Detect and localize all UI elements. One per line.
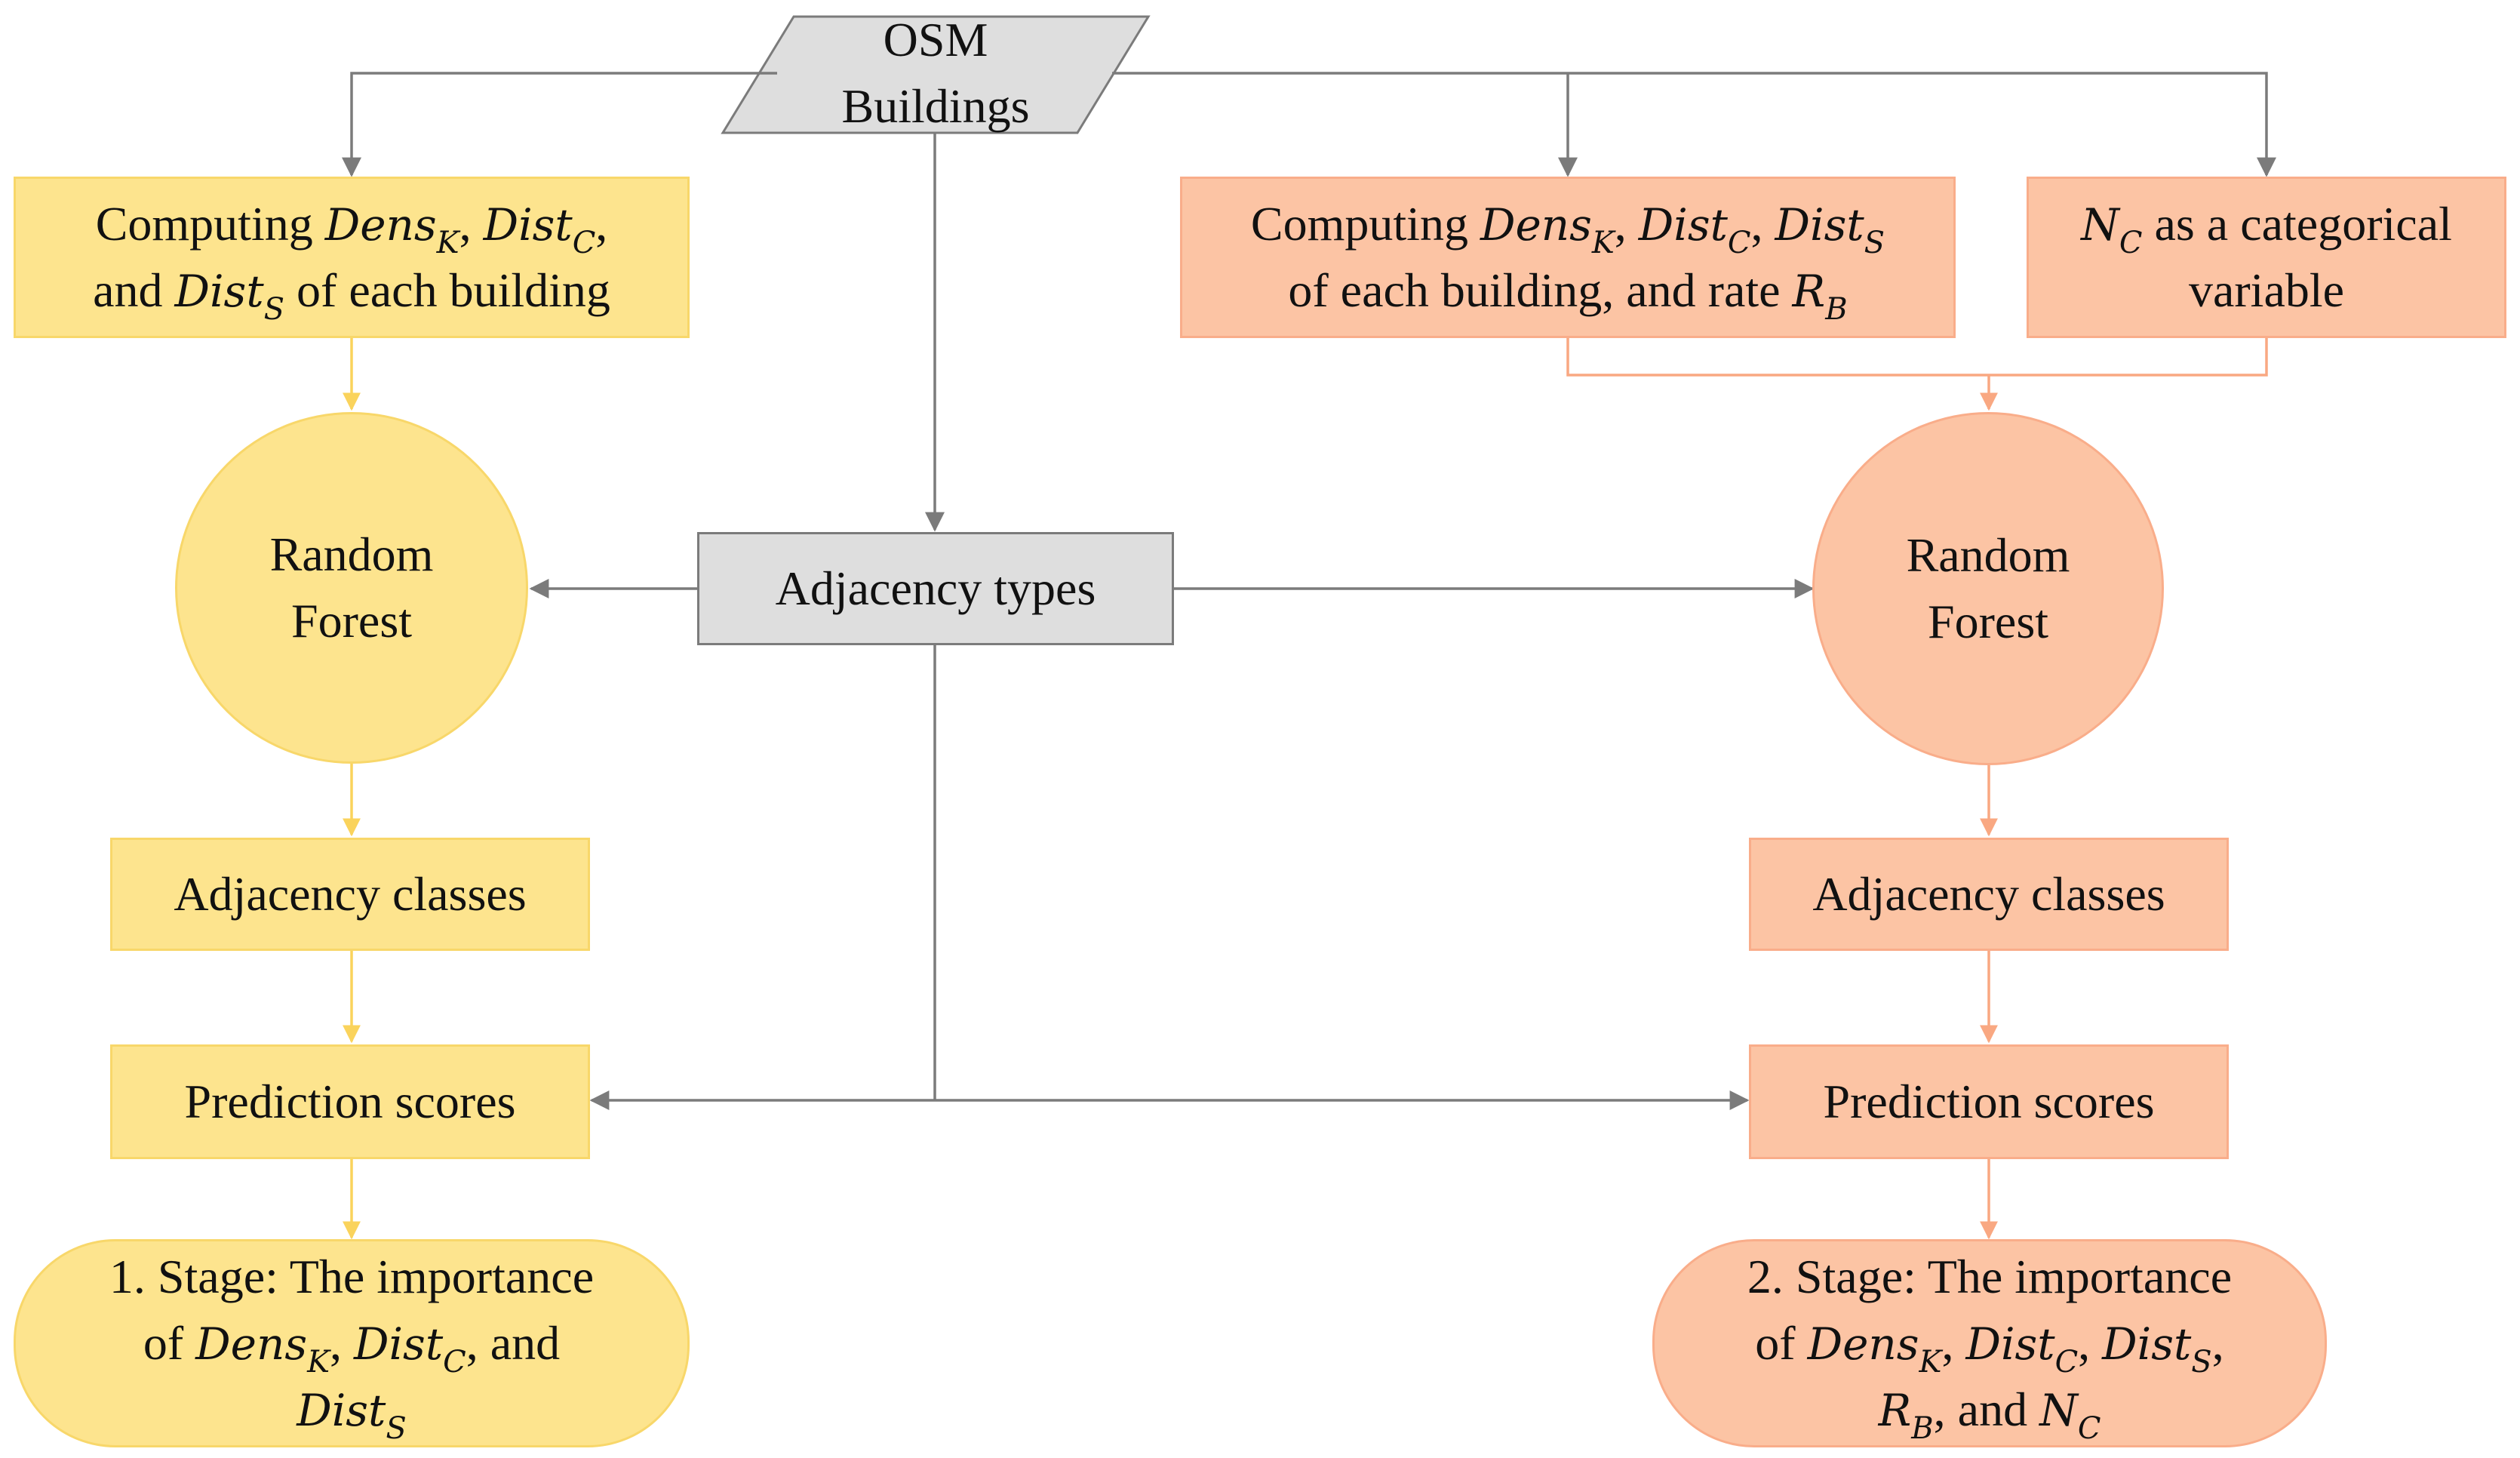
arrow-osm-to-right-compute <box>1112 72 2276 177</box>
stage-1-line1: 1. Stage: The importance <box>109 1249 595 1303</box>
right-compute-dists: DistS <box>1775 198 1885 260</box>
left-random-forest-node: Random Forest <box>175 412 528 764</box>
osm-buildings-shape <box>721 15 1151 134</box>
left-compute-distc: DistC <box>483 198 596 260</box>
left-compute-dists: DistS <box>174 266 285 327</box>
right-random-forest-node: Random Forest <box>1812 412 2164 765</box>
right-compute-comma1: , <box>1614 196 1627 251</box>
right-prediction-scores-label: Prediction scores <box>1823 1074 2155 1128</box>
right-adjacency-classes-box: Adjacency classes <box>1749 838 2229 951</box>
nc-symbol: NC <box>2081 198 2143 260</box>
left-compute-comma2: , <box>595 196 608 251</box>
stage-1-distc: DistC <box>354 1318 466 1380</box>
right-compute-rb: RB <box>1792 266 1848 327</box>
right-compute-word2: of each building, and rate <box>1288 263 1781 317</box>
left-compute-word1: Computing <box>95 196 313 251</box>
stage-2-comma2: , <box>2078 1315 2091 1370</box>
left-compute-box: Computing DensK, DistC, and DistS of eac… <box>14 177 690 338</box>
stage-2-and: , and <box>1933 1383 2028 1437</box>
stage-2-distc: DistC <box>1965 1318 2079 1380</box>
adjacency-types-box: Adjacency types <box>697 532 1174 645</box>
left-prediction-scores-box: Prediction scores <box>110 1044 590 1159</box>
right-adjacency-classes-label: Adjacency classes <box>1812 866 2165 921</box>
stage-2-dists: DistS <box>2102 1318 2212 1380</box>
osm-buildings-line1: OSM <box>883 12 988 66</box>
stage-1-densk: DensK <box>195 1318 330 1380</box>
left-compute-comma1: , <box>459 196 472 251</box>
stage-2-rb: RB <box>1878 1385 1934 1446</box>
left-rf-line1: Random <box>269 527 434 581</box>
left-compute-word2: and <box>93 263 163 317</box>
left-adjacency-classes-box: Adjacency classes <box>110 838 590 951</box>
stage-2-comma1: , <box>1941 1315 1954 1370</box>
stage-2-line1: 2. Stage: The importance <box>1747 1249 2233 1303</box>
osm-buildings-line2: Buildings <box>841 79 1030 133</box>
stage-1-and: , and <box>466 1315 561 1370</box>
right-compute-distc: DistC <box>1638 198 1751 260</box>
stage-1-comma1: , <box>330 1315 342 1370</box>
left-adjacency-classes-label: Adjacency classes <box>174 866 527 921</box>
right-compute-densk: DensK <box>1480 198 1615 260</box>
nc-categorical-box: NC as a categorical variable <box>2027 177 2506 338</box>
nc-line1-text: as a categorical <box>2154 196 2452 251</box>
connector-right-merge <box>1566 338 2268 377</box>
right-compute-box: Computing DensK, DistC, DistS of each bu… <box>1180 177 1956 338</box>
right-prediction-scores-box: Prediction scores <box>1749 1044 2229 1159</box>
stage-2-nc: NC <box>2039 1385 2101 1446</box>
stage-2-comma3: , <box>2211 1315 2224 1370</box>
right-compute-comma2: , <box>1750 196 1763 251</box>
right-compute-word1: Computing <box>1250 196 1468 251</box>
left-compute-densk: DensK <box>324 198 459 260</box>
stage-2-terminal: 2. Stage: The importance of DensK, DistC… <box>1652 1239 2327 1447</box>
osm-buildings-node: OSM Buildings <box>754 9 1117 137</box>
right-rf-line1: Random <box>1906 528 2070 582</box>
left-compute-word3: of each building <box>297 263 610 317</box>
left-prediction-scores-label: Prediction scores <box>184 1074 516 1128</box>
adjacency-types-label: Adjacency types <box>775 561 1096 615</box>
right-rf-line2: Forest <box>1928 595 2048 648</box>
nc-line2-text: variable <box>2188 263 2345 317</box>
stage-2-densk: DensK <box>1807 1318 1942 1380</box>
left-rf-line2: Forest <box>291 594 412 647</box>
stage-1-of: of <box>143 1315 184 1370</box>
stage-1-dists: DistS <box>297 1385 407 1446</box>
stage-2-of: of <box>1755 1315 1796 1370</box>
stage-1-terminal: 1. Stage: The importance of DensK, DistC… <box>14 1239 690 1447</box>
arrow-osm-to-left-compute <box>342 72 777 177</box>
